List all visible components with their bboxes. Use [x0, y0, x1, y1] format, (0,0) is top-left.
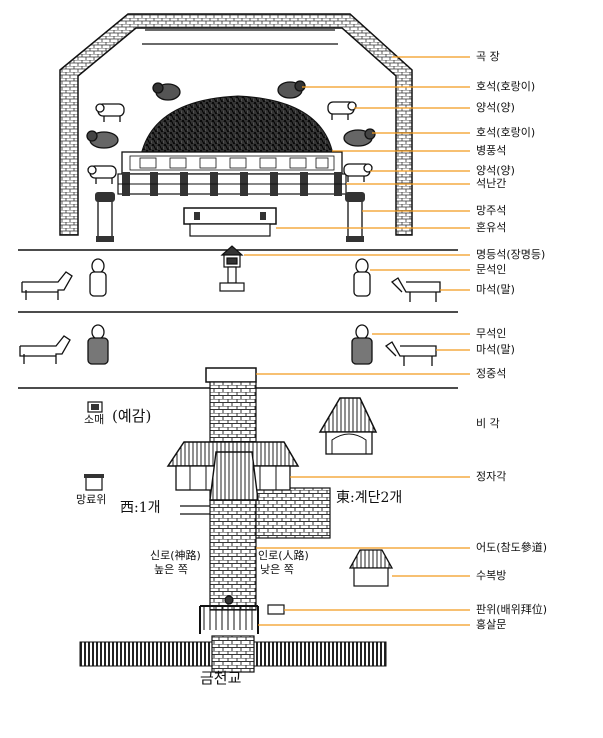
somae-icon: [87, 401, 103, 413]
label-inro-sub: 낮은 쪽: [260, 563, 294, 576]
sheep-statue-right-1: [327, 101, 357, 120]
civil-official-statue-left: [89, 258, 107, 297]
sheep-statue-left-2: [87, 165, 117, 184]
jeongjungseok-stone: [205, 367, 257, 383]
label-maseok-2: 마석(말): [476, 343, 515, 356]
label-sinro-sub: 높은 쪽: [154, 563, 188, 576]
tiger-statue-left: [86, 130, 119, 149]
label-mangryowi: 망료위: [76, 493, 107, 506]
label-gokjang: 곡 장: [476, 50, 500, 63]
hongsalmun-gate: [199, 595, 259, 634]
mangjuseok-pillar-left: [95, 192, 115, 242]
west-stairs: [180, 505, 210, 515]
jeongjagak-pavilion: [166, 441, 300, 501]
label-seoknangan: 석난간: [476, 177, 507, 190]
tiger-statue-right: [343, 128, 376, 147]
subokbang-building: [348, 549, 394, 587]
sheep-statue-left-1: [95, 103, 125, 122]
gokjang-wall: [59, 13, 413, 236]
label-subokbang: 수복방: [476, 569, 507, 582]
honyuseok-table: [183, 207, 277, 237]
label-inro: 인로(人路): [258, 549, 309, 562]
mangryowi-icon: [84, 474, 104, 491]
panwi-stone: [267, 604, 285, 615]
label-maseok-1: 마석(말): [476, 283, 515, 296]
mangjuseok-pillar-right: [345, 192, 365, 242]
label-panwi: 판위(배위拜位): [476, 603, 548, 616]
label-museokin: 무석인: [476, 327, 507, 340]
label-somae: 소매: [84, 413, 105, 426]
label-yangseok-side: 양석(양): [476, 164, 515, 177]
label-yegam: (예감): [112, 407, 152, 425]
horse-statue-left-1: [21, 271, 73, 300]
bigak-pavilion: [318, 397, 378, 455]
label-west-stairs: 西:1개: [120, 500, 161, 516]
horse-statue-right-1: [390, 277, 441, 302]
east-stairs: [255, 487, 331, 539]
geumcheongyo-bridge: [79, 635, 387, 673]
label-yangseok-top: 양석(양): [476, 101, 515, 114]
label-bigak: 비 각: [476, 417, 500, 430]
label-myeongdeungseok: 명등석(장명등): [476, 248, 546, 261]
tiger-statue-top-right: [277, 80, 306, 99]
label-jeongjagak: 정자각: [476, 470, 507, 483]
label-geumcheongyo: 금천교: [200, 669, 242, 687]
burial-mound: [117, 95, 347, 196]
label-byeongpungseok: 병풍석: [476, 144, 507, 157]
label-hoseok-side: 호석(호랑이): [476, 126, 536, 139]
label-east-stairs: 東:계단2개: [336, 490, 403, 506]
label-mangjuseok: 망주석: [476, 204, 507, 217]
label-honyuseok: 혼유석: [476, 221, 507, 234]
label-eodo: 어도(참도參道): [476, 541, 548, 554]
label-sinro: 신로(神路): [150, 549, 201, 562]
horse-statue-right-2: [384, 341, 437, 366]
leader-lines: [244, 56, 470, 626]
military-official-statue-right: [351, 324, 373, 365]
sheep-statue-right-2: [343, 163, 373, 182]
label-hoseok-top: 호석(호랑이): [476, 80, 536, 93]
stone-lantern: [219, 245, 245, 292]
tiger-statue-top-left: [152, 82, 181, 101]
label-hongsalmun: 홍살문: [476, 618, 507, 631]
label-jeongjungseok: 정중석: [476, 367, 507, 380]
horse-statue-left-2: [19, 335, 71, 364]
military-official-statue-left: [87, 324, 109, 365]
label-munseokin: 문석인: [476, 263, 507, 276]
civil-official-statue-right: [353, 258, 371, 297]
